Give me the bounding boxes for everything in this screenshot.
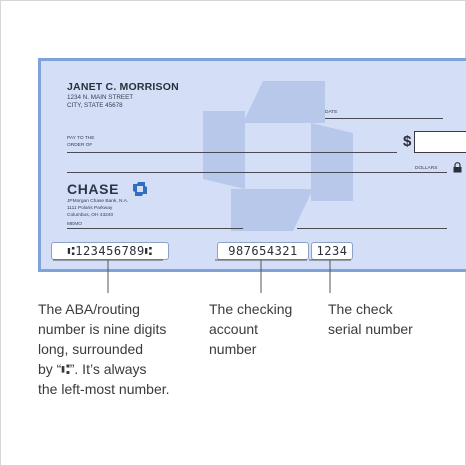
- address-line-2: CITY, STATE 45678: [67, 102, 123, 109]
- memo-line: [67, 228, 243, 229]
- account-callout-line: number: [209, 341, 257, 357]
- pay-to-label-line1: PAY TO THE: [67, 136, 95, 141]
- account-callout-line: account: [209, 321, 259, 337]
- routing-callout-line: by “⑆”. It’s always: [38, 361, 147, 377]
- serial-callout: The check serial number: [328, 299, 413, 339]
- amount-box: [414, 131, 466, 153]
- account-number: 987654321: [217, 242, 309, 260]
- routing-callout: The ABA/routing number is nine digits lo…: [38, 299, 170, 399]
- bank-address-line: 1111 Polaris Parkway: [67, 206, 113, 211]
- dollar-sign: $: [403, 133, 412, 150]
- serial-callout-line: serial number: [328, 321, 413, 337]
- date-line: [325, 118, 443, 119]
- bank-city-line: Columbus, OH 43240: [67, 213, 114, 218]
- payee-line: [67, 152, 397, 153]
- account-callout-line: The checking: [209, 301, 293, 317]
- address-line-1: 1234 N. MAIN STREET: [67, 94, 134, 101]
- routing-number: ⑆123456789⑆: [51, 242, 169, 260]
- bank-logo-text: CHASE: [67, 181, 120, 197]
- date-label: DATE: [325, 110, 338, 115]
- account-holder-name: JANET C. MORRISON: [67, 81, 179, 93]
- bank-name-line: JPMorgan Chase Bank, N.A.: [67, 199, 129, 204]
- signature-line: [297, 228, 447, 229]
- chase-octagon-icon: [133, 182, 147, 196]
- written-amount-line: [67, 172, 447, 173]
- serial-callout-line: The check: [328, 301, 393, 317]
- bank-watermark-icon: [203, 81, 353, 231]
- dollars-label: DOLLARS: [415, 166, 438, 171]
- account-callout: The checking account number: [209, 299, 292, 359]
- routing-callout-line: The ABA/routing: [38, 301, 140, 317]
- lock-icon: [453, 162, 462, 173]
- routing-callout-line: the left-most number.: [38, 381, 170, 397]
- routing-callout-line: number is nine digits: [38, 321, 167, 337]
- routing-callout-line: long, surrounded: [38, 341, 144, 357]
- pay-to-label-line2: ORDER OF: [67, 143, 93, 148]
- memo-label: MEMO: [67, 222, 82, 227]
- check: JANET C. MORRISON 1234 N. MAIN STREET CI…: [38, 58, 466, 272]
